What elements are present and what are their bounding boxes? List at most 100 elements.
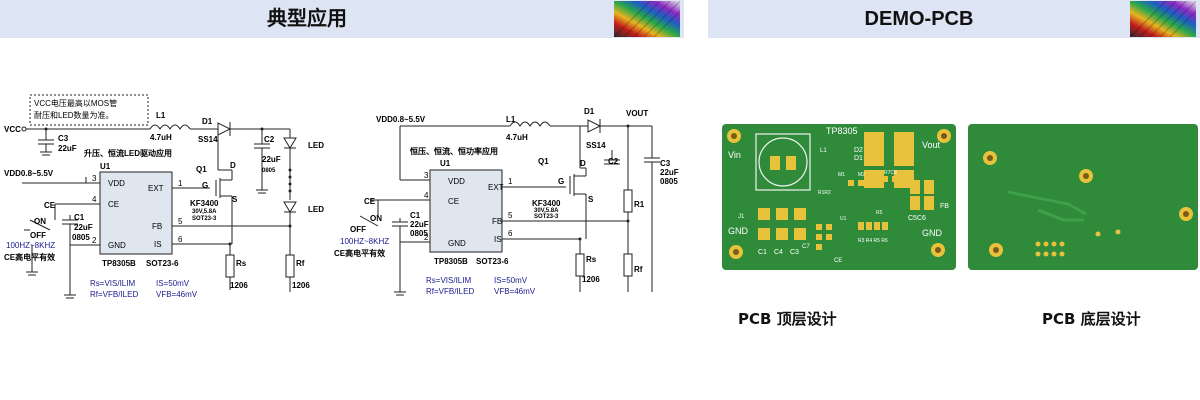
- l1-value: 4.7uH: [506, 133, 528, 142]
- pin-fb: FB: [152, 222, 162, 231]
- u1-label: U1: [440, 159, 451, 168]
- q1-label: Q1: [538, 157, 549, 166]
- vdd-range: VDD0.8~5.5V: [4, 169, 54, 178]
- pcb-j1-label: J1: [738, 214, 745, 220]
- freq-range: 100HZ~8KHZ: [340, 237, 389, 246]
- header-title-left: 典型应用: [267, 8, 347, 30]
- note-line1: VCC电压最高以MOS管: [34, 98, 117, 108]
- pcb-c3-label: C3: [790, 249, 799, 256]
- caption-pcb-top: PCB 顶层设计: [738, 310, 837, 328]
- pin-ext: EXT: [488, 183, 504, 192]
- u1-label: U1: [100, 162, 111, 171]
- c3-value: 22uF: [660, 168, 679, 177]
- formula-vfb: VFB=46mV: [494, 287, 536, 296]
- pcb-c1-label: C1: [758, 249, 767, 256]
- mos-drain-label: D: [230, 161, 236, 170]
- l1-value: 4.7uH: [150, 133, 172, 142]
- c1-value: 22uF: [74, 223, 93, 232]
- header-demo-pcb: DEMO-PCB: [708, 0, 1200, 38]
- schematic-cv-cc-cp: VDD0.8~5.5V L1 4.7uH D1 SS14 VOUT C2 C3 …: [334, 107, 679, 296]
- c3-label: C3: [660, 159, 671, 168]
- mos-part: KF3400: [190, 199, 219, 208]
- pin-num-1: 1: [508, 177, 513, 186]
- vcc-label: VCC: [4, 125, 21, 134]
- formula-rf: Rf=VFB/ILED: [426, 287, 474, 296]
- pcb-m1-label: M1: [838, 172, 845, 178]
- pcb-ce-label: CE: [834, 258, 842, 264]
- pcb-vout-label: Vout: [922, 140, 941, 150]
- formula-rf: Rf=VFB/ILED: [90, 290, 138, 299]
- mos-source-label: S: [232, 195, 238, 204]
- rf-label: Rf: [634, 265, 643, 274]
- pin-vdd: VDD: [108, 179, 125, 188]
- mos-source-label: S: [588, 195, 594, 204]
- pcb-u1-label: U1: [840, 216, 847, 222]
- led-label-2: LED: [308, 205, 324, 214]
- rainbow-texture-icon: [614, 1, 680, 37]
- pin-num-5: 5: [508, 211, 513, 220]
- off-label: OFF: [350, 225, 366, 234]
- rf-label: Rf: [296, 259, 305, 268]
- chip-name: TP8305B: [434, 257, 468, 266]
- ce-label: CE: [364, 197, 376, 206]
- c3-label: C3: [58, 134, 69, 143]
- d1-label: D1: [202, 117, 213, 126]
- pin-num-2: 2: [424, 233, 429, 242]
- mos-package: SOT23-3: [192, 216, 217, 222]
- c3-value: 22uF: [58, 144, 77, 153]
- vdd-range: VDD0.8~5.5V: [376, 115, 426, 124]
- c1-package: 0805: [410, 229, 428, 238]
- ce-label: CE: [44, 201, 56, 210]
- pcb-top-layer-image: TP8305 Vin Vout GND GND L1 J1 D2 D1 FB C…: [722, 124, 956, 270]
- ce-note: CE高电平有效: [4, 252, 55, 262]
- c3-package: 0805: [660, 177, 678, 186]
- pin-gnd: GND: [108, 241, 126, 250]
- pin-num-4: 4: [92, 195, 97, 204]
- vout-label: VOUT: [626, 109, 648, 118]
- mos-spec: 30V,5.8A: [534, 208, 559, 214]
- rs-label: Rs: [236, 259, 247, 268]
- pin-gnd: GND: [448, 239, 466, 248]
- pcb-r7c8-label: R7C8: [884, 170, 897, 176]
- formula-vfb: VFB=46mV: [156, 290, 198, 299]
- pin-num-6: 6: [178, 235, 183, 244]
- c2-package: 0805: [262, 168, 276, 174]
- rf-package: 1206: [292, 281, 310, 290]
- pcb-c5c6-label: C5C6: [908, 215, 926, 222]
- on-label: ON: [370, 214, 382, 223]
- led-label-1: LED: [308, 141, 324, 150]
- formula-rs: Rs=VIS/ILIM: [90, 279, 135, 288]
- c2-value: 22uF: [262, 155, 281, 164]
- l1-label: L1: [506, 115, 516, 124]
- d1-part: SS14: [586, 141, 606, 150]
- mos-drain-label: D: [580, 159, 586, 168]
- on-label: ON: [34, 217, 46, 226]
- pin-ce: CE: [448, 197, 459, 206]
- mos-part: KF3400: [532, 199, 561, 208]
- pcb-d1-label: D1: [854, 155, 863, 162]
- pcb-bottom-layer-image: [968, 124, 1198, 270]
- c1-value: 22uF: [410, 220, 429, 229]
- off-label: OFF: [30, 231, 46, 240]
- pin-fb: FB: [492, 217, 502, 226]
- pcb-vin-label: Vin: [728, 150, 741, 160]
- formula-is: IS=50mV: [494, 276, 528, 285]
- pcb-c7-label: C7: [802, 244, 810, 250]
- q1-label: Q1: [196, 165, 207, 174]
- rs-label: Rs: [586, 255, 597, 264]
- chip-name: TP8305B: [102, 259, 136, 268]
- pcb-board-name: TP8305: [826, 126, 858, 136]
- rainbow-texture-icon: [1130, 1, 1196, 37]
- pin-ext: EXT: [148, 184, 164, 193]
- mos-package: SOT23-3: [534, 214, 559, 220]
- pin-num-4: 4: [424, 191, 429, 200]
- pin-num-6: 6: [508, 229, 513, 238]
- pcb-gnd-right-label: GND: [922, 228, 943, 238]
- pin-num-1: 1: [178, 179, 183, 188]
- rs-package: 1206: [582, 275, 600, 284]
- l1-label: L1: [156, 111, 166, 120]
- chip-package: SOT23-6: [476, 257, 509, 266]
- pcb-c4-label: C4: [774, 249, 783, 256]
- pcb-gnd-left-label: GND: [728, 226, 749, 236]
- pcb-fb-label: FB: [940, 203, 949, 210]
